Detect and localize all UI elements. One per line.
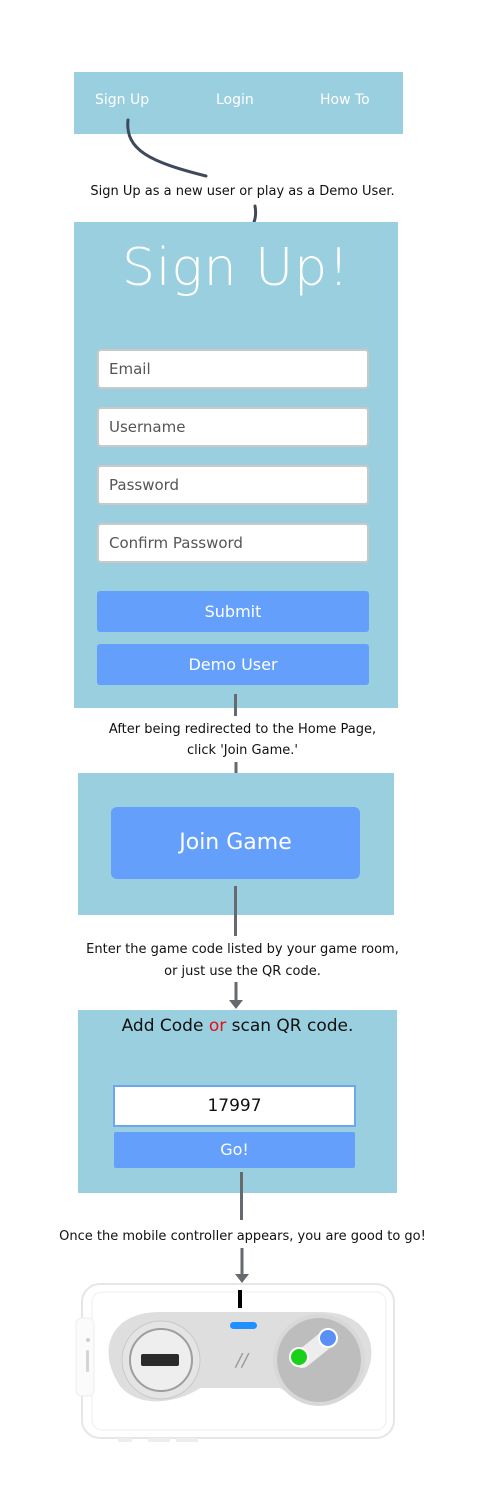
- game-code-input[interactable]: [113, 1085, 356, 1127]
- center-mark-label: //: [234, 1350, 250, 1371]
- phone-camera: [86, 1338, 90, 1342]
- connector-line: [234, 886, 237, 936]
- right-pad: [273, 1314, 365, 1406]
- caption-step1: Sign Up as a new user or play as a Demo …: [90, 184, 395, 199]
- phone-bottom-bar: [148, 1438, 170, 1442]
- caption-step2-line1: After being redirected to the Home Page,: [108, 722, 377, 737]
- nav-login-link[interactable]: Login: [216, 92, 254, 108]
- code-instruction-prefix: Add Code: [121, 1016, 209, 1036]
- down-arrow: [229, 982, 243, 1009]
- mobile-controller: //: [75, 1283, 395, 1442]
- nav-signup-link[interactable]: Sign Up: [95, 92, 150, 108]
- join-game-button[interactable]: Join Game: [111, 807, 360, 879]
- blue-button: [318, 1328, 338, 1348]
- left-pad-button: [141, 1354, 179, 1366]
- phone-bottom-bar: [176, 1438, 198, 1442]
- signup-title: Sign Up!: [121, 238, 351, 298]
- username-field[interactable]: [97, 407, 369, 447]
- caption-step4: Once the mobile controller appears, you …: [59, 1229, 426, 1244]
- caption-step2-line2: click 'Join Game.': [187, 743, 298, 758]
- signup-panel: Sign Up! Submit Demo User: [74, 222, 398, 708]
- code-instruction-suffix: scan QR code.: [226, 1016, 354, 1036]
- demo-user-button[interactable]: Demo User: [97, 644, 369, 685]
- confirm-password-field[interactable]: [97, 523, 369, 563]
- email-field[interactable]: [97, 349, 369, 389]
- phone-bottom-bar: [118, 1438, 132, 1442]
- connector-line: [240, 1172, 243, 1220]
- nav-howto-link[interactable]: How To: [320, 92, 370, 108]
- down-arrow: [235, 1248, 249, 1283]
- green-button: [289, 1347, 309, 1367]
- status-light: [230, 1322, 257, 1329]
- pointer-arrow-2: [232, 204, 258, 245]
- phone-notch: [75, 1317, 95, 1397]
- code-panel: Add Code or scan QR code. Go!: [78, 1010, 397, 1193]
- password-field[interactable]: [97, 465, 369, 505]
- caption-step3-line2: or just use the QR code.: [164, 964, 321, 979]
- connector-line: [234, 694, 237, 716]
- go-button[interactable]: Go!: [114, 1132, 355, 1168]
- phone-speaker: [86, 1350, 89, 1372]
- code-instruction-or: or: [208, 1016, 227, 1036]
- submit-button[interactable]: Submit: [97, 591, 369, 632]
- code-instruction: Add Code or scan QR code.: [78, 1016, 397, 1036]
- pointer-arrow-1: [126, 118, 208, 178]
- caption-step3-line1: Enter the game code listed by your game …: [86, 942, 399, 957]
- controller-cable: [238, 1290, 242, 1308]
